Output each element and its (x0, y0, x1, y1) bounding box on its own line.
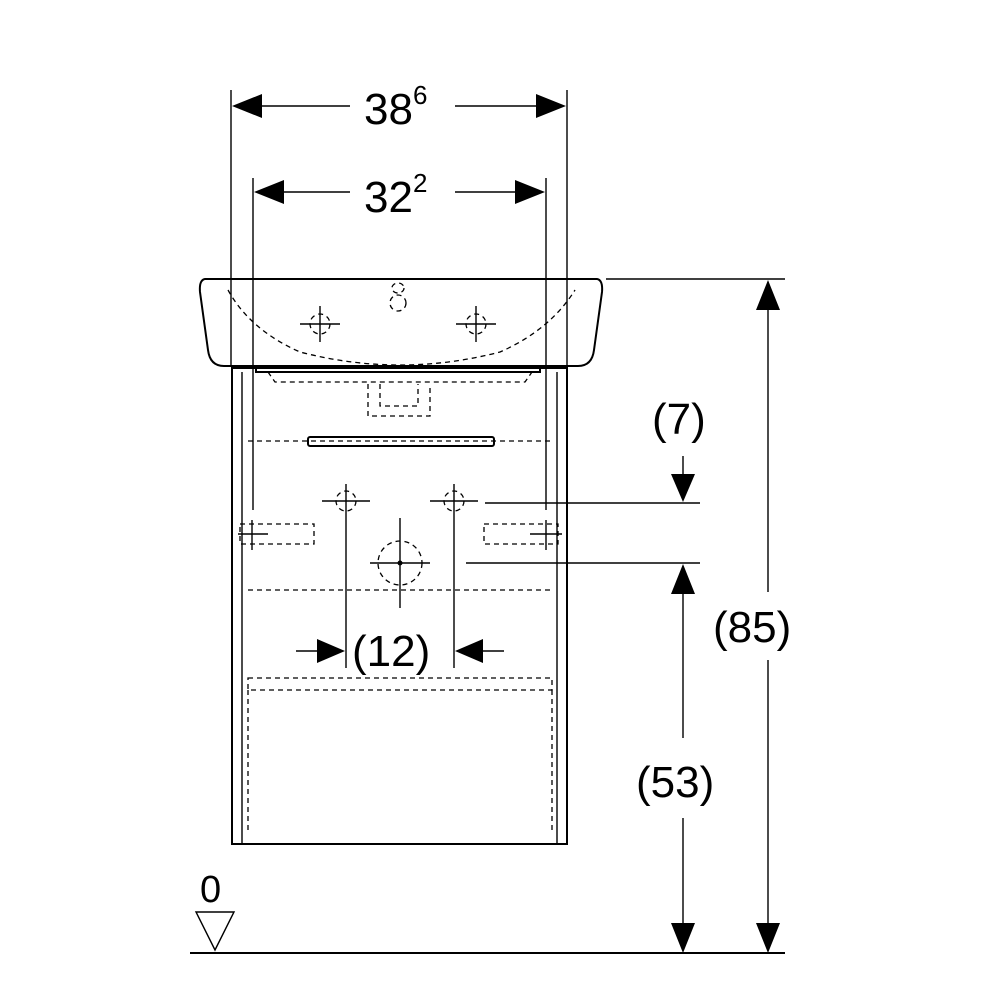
dimension-drain-offset: (7) (466, 395, 706, 564)
tap-hole-left (300, 306, 340, 342)
drain-height-value: (53) (636, 758, 714, 807)
floor-level-label: 0 (200, 869, 221, 911)
supply-connection-right (483, 520, 562, 550)
dimension-tap-spacing: (12) (296, 520, 504, 676)
floor-level: 0 (190, 869, 785, 954)
valve-left (322, 484, 370, 520)
total-height-value: (85) (713, 603, 791, 652)
width-inner-value: 32 (364, 173, 413, 222)
width-outer-sup: 6 (413, 80, 427, 110)
valve-right (430, 484, 478, 520)
drain-connection (370, 518, 430, 608)
dimension-width-inner: 32 2 (252, 168, 547, 510)
dimension-width-outer: 38 6 (230, 80, 568, 366)
tap-hole-right (456, 306, 496, 342)
dimension-drain-height: (53) (636, 564, 714, 953)
drain-offset-value: (7) (652, 395, 706, 444)
width-inner-sup: 2 (413, 168, 427, 198)
tap-spacing-value: (12) (352, 627, 430, 676)
washbasin (198, 278, 604, 383)
width-outer-value: 38 (364, 85, 413, 134)
supply-connection-left (238, 520, 315, 550)
vanity-cabinet (231, 367, 568, 845)
dimension-total-height: (85) (606, 278, 791, 953)
